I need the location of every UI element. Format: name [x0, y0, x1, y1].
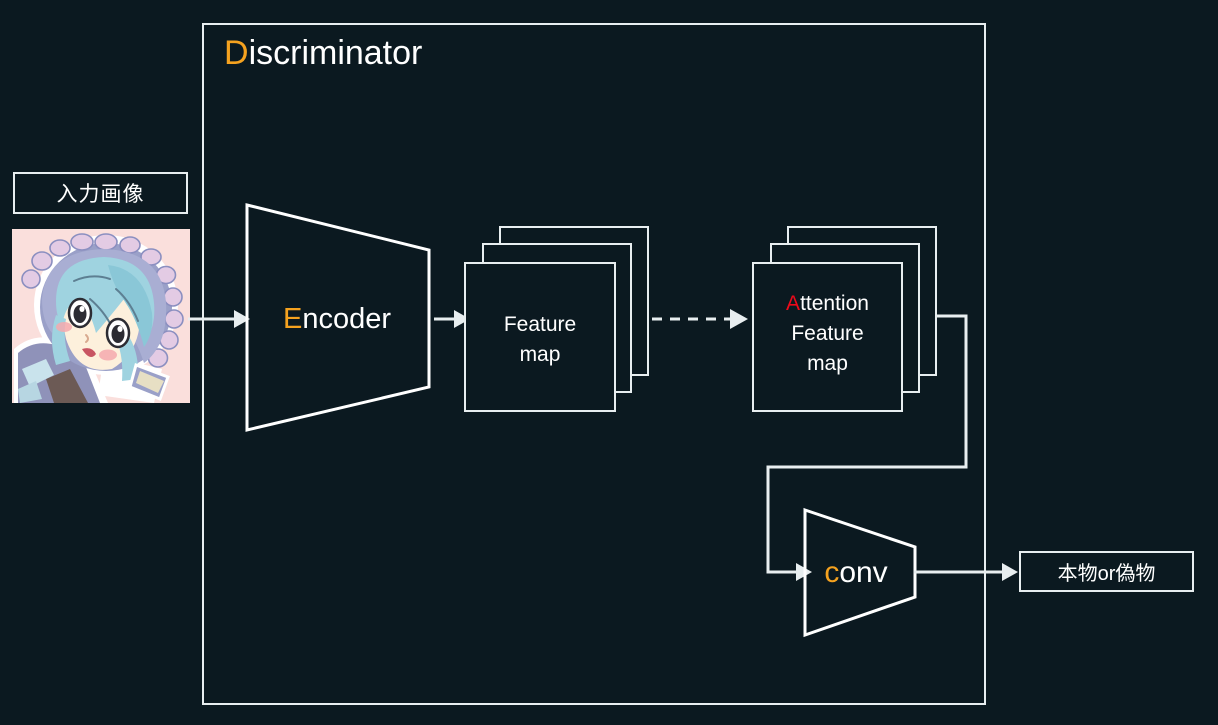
output-label: 本物or偽物 [1019, 551, 1194, 592]
arrow-encoder-to-feature-map [434, 310, 470, 328]
discriminator-title: Discriminator [224, 31, 422, 75]
feature-map-card-front: Feature map [464, 262, 616, 412]
discriminator-title-rest: iscriminator [248, 34, 423, 72]
arrow-conv-to-output [914, 563, 1018, 581]
encoder-label-rest: ncoder [302, 303, 391, 335]
feature-map-stack: Feature map [464, 226, 650, 412]
conv-label-accent: c [824, 556, 840, 589]
encoder-label: Encoder [247, 300, 427, 338]
encoder-label-accent: E [282, 303, 303, 335]
anime-character-illustration [12, 229, 190, 403]
conv-label: conv [800, 554, 912, 592]
encoder-block [245, 203, 431, 432]
feature-map-label-line1: Feature [503, 313, 577, 336]
input-image-thumbnail [12, 229, 190, 403]
input-image-label-text: 入力画像 [56, 183, 145, 206]
arrow-input-to-encoder [188, 310, 250, 328]
conv-label-rest: onv [839, 556, 888, 589]
arrow-feature-map-to-attention [652, 309, 748, 329]
output-label-text: 本物or偽物 [1057, 563, 1156, 585]
feature-map-label-line2: map [519, 343, 561, 366]
discriminator-title-accent: D [224, 34, 249, 72]
input-image-label: 入力画像 [13, 172, 188, 214]
discriminator-container [202, 23, 986, 705]
conv-block [803, 507, 917, 638]
